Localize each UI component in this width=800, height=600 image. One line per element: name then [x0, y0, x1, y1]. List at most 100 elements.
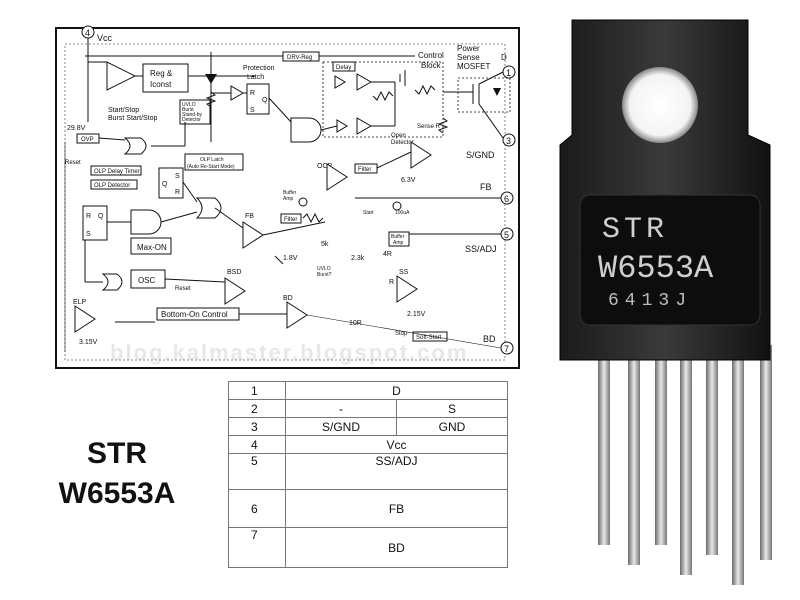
pin-function: SS/ADJ: [285, 453, 508, 490]
svg-text:Reset: Reset: [175, 286, 191, 292]
svg-text:D: D: [501, 53, 507, 62]
svg-text:FB: FB: [245, 213, 254, 220]
svg-text:2.15V: 2.15V: [407, 311, 426, 318]
svg-text:Q: Q: [262, 97, 268, 104]
svg-text:OLP Delay Timer: OLP Delay Timer: [94, 169, 140, 175]
svg-text:UVLO: UVLO: [317, 266, 331, 272]
svg-text:Power: Power: [457, 44, 480, 53]
pin-row-1: 1 D: [228, 381, 508, 400]
svg-text:6.3V: 6.3V: [401, 177, 416, 184]
filter-ocp: [354, 163, 378, 174]
pin-number: 7: [228, 527, 286, 568]
pin-table: 1 D 2 - S 3 S/GND GND 4 Vcc 5 SS/ADJ 6 F…: [228, 381, 508, 568]
open-detector-comparator: [410, 141, 432, 169]
svg-text:1: 1: [506, 68, 511, 78]
protection-latch: [246, 83, 270, 115]
olp-delay-timer: [90, 165, 142, 176]
svg-text:R: R: [86, 213, 91, 220]
pin-number: 3: [228, 417, 286, 436]
or-gate-middle: [195, 197, 222, 219]
svg-text:5: 5: [504, 230, 509, 240]
svg-text:S/GND: S/GND: [466, 150, 495, 160]
svg-text:Q: Q: [162, 181, 168, 188]
uvlo-burst-detector: [179, 99, 211, 125]
vcc-label: Vcc: [97, 33, 113, 43]
soft-start-block: [412, 331, 448, 342]
svg-text:Detector: Detector: [182, 117, 201, 123]
ic-marking-line-1: STR: [602, 213, 668, 247]
svg-text:Delay: Delay: [336, 65, 351, 71]
reg-iconst-block: [142, 63, 189, 93]
svg-text:R: R: [389, 279, 394, 286]
pin-row-4: 4 Vcc: [228, 435, 508, 454]
mosfet-boundary: [457, 77, 511, 113]
svg-text:Bottom-On Control: Bottom-On Control: [161, 310, 228, 319]
svg-text:5k: 5k: [321, 241, 329, 248]
pin-3-marker: [502, 133, 516, 147]
watermark: blog.kalmaster.blogspot.com: [110, 340, 469, 365]
svg-text:Sense R: Sense R: [417, 124, 441, 130]
pin-number: 5: [228, 453, 286, 490]
svg-text:Start: Start: [363, 210, 374, 216]
sr-latch-left: [82, 205, 108, 241]
pin-function: FB: [285, 489, 508, 528]
svg-text:OSC: OSC: [138, 276, 156, 285]
and-gate-left: [130, 209, 162, 235]
svg-text:(Auto Re-Start Mode): (Auto Re-Start Mode): [187, 164, 235, 170]
svg-text:Stop: Stop: [395, 331, 408, 337]
uvlo-comparator: [106, 61, 137, 91]
pin-function: Vcc: [285, 435, 508, 454]
svg-text:OLP Detector: OLP Detector: [94, 183, 130, 189]
svg-text:S: S: [175, 173, 180, 180]
diagram-border: [55, 27, 520, 369]
buffer-amp-2: [388, 231, 410, 247]
latch-label: Latch: [247, 74, 264, 81]
svg-text:Sense: Sense: [457, 53, 480, 62]
svg-text:Amp: Amp: [283, 196, 294, 202]
svg-text:BD: BD: [283, 295, 293, 302]
and-gate-top: [290, 117, 322, 143]
pin-function-alt: S: [396, 399, 508, 418]
svg-text:Buffer: Buffer: [391, 234, 405, 240]
pin-row-6: 6 FB: [228, 489, 508, 528]
sr-latch-middle: [158, 167, 184, 199]
ic-marking-area: [579, 194, 761, 326]
svg-text:2.3k: 2.3k: [351, 255, 365, 262]
pin-4-number: 4: [85, 28, 90, 38]
ic-marking-line-2: W6553A: [598, 250, 714, 287]
svg-text:3.15V: 3.15V: [79, 339, 98, 346]
reg-label: Reg &: [150, 69, 173, 78]
part-number-label: STR W6553A: [32, 434, 202, 514]
bd-comparator: [286, 301, 308, 329]
pin-function: BD: [285, 527, 508, 568]
svg-text:S: S: [86, 231, 91, 238]
svg-text:Block: Block: [421, 61, 442, 70]
svg-text:FB: FB: [480, 182, 492, 192]
pin-number: 6: [228, 489, 286, 528]
svg-text:BD: BD: [483, 334, 496, 344]
pin-number: 2: [228, 399, 286, 418]
svg-text:Amp: Amp: [393, 240, 404, 246]
ic-photo: STR W6553A 6413J: [559, 19, 772, 585]
svg-text:Burst: Burst: [182, 107, 194, 113]
svg-text:100uA: 100uA: [395, 210, 410, 216]
svg-text:3: 3: [506, 136, 511, 146]
svg-text:6: 6: [504, 194, 509, 204]
svg-text:S: S: [250, 107, 255, 114]
inverter: [230, 85, 244, 101]
pin-row-7: 7 BD: [228, 527, 508, 568]
block-diagram: 4 Vcc Reg & Iconst Start/Stop Burst Star…: [55, 25, 520, 369]
ic-marking-line-3: 6413J: [608, 291, 692, 311]
svg-text:Soft-Start: Soft-Start: [416, 335, 442, 341]
olp-latch-block: [184, 153, 244, 171]
svg-text:ELP: ELP: [73, 299, 87, 306]
burst-start-stop-label: Burst Start/Stop: [108, 115, 158, 122]
svg-text:OCP: OCP: [317, 163, 333, 170]
delay-block: [332, 61, 356, 72]
svg-text:Q: Q: [98, 213, 104, 220]
ic-boundary: [64, 43, 506, 361]
svg-text:BSD: BSD: [227, 269, 241, 276]
svg-text:4R: 4R: [383, 251, 392, 258]
iconst-label: Iconst: [150, 80, 172, 89]
svg-text:R: R: [175, 189, 180, 196]
